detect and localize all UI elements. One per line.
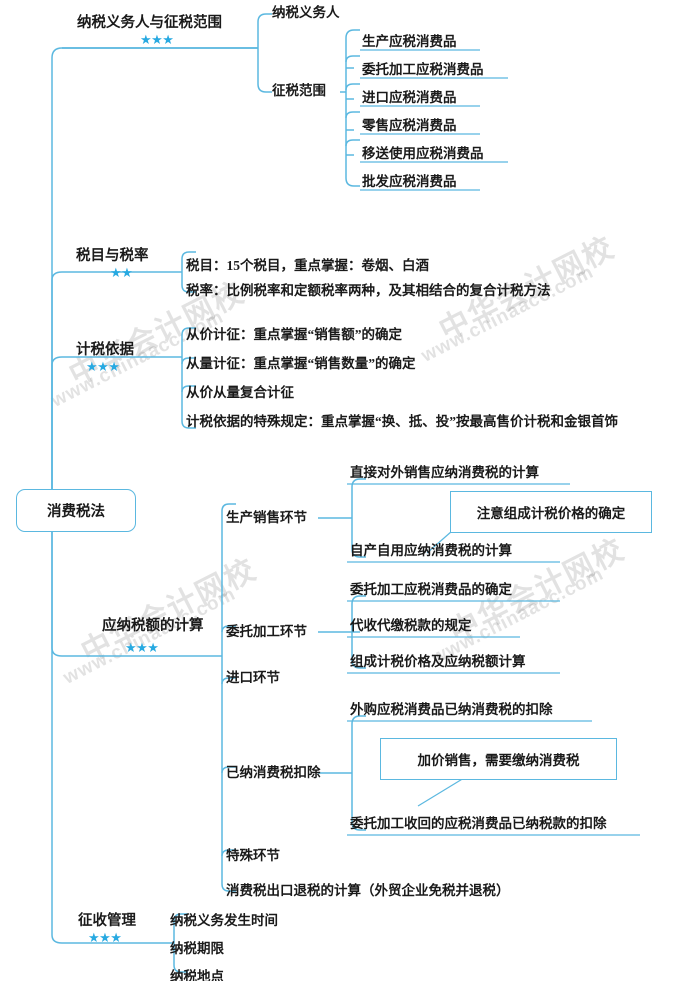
list-item[interactable]: 从价计征：重点掌握“销售额”的确定 <box>186 327 402 342</box>
callout-text: 加价销售，需要缴纳消费税 <box>417 753 580 768</box>
list-item[interactable]: 委托加工应税消费品的确定 <box>350 582 512 597</box>
branch-stars-tax-items-rates: ★★ <box>110 265 133 280</box>
branch-label-collection-admin[interactable]: 征收管理 <box>78 913 136 929</box>
list-item[interactable]: 纳税期限 <box>170 941 224 956</box>
node-paid-tax-deduction[interactable]: 已纳消费税扣除 <box>226 765 321 780</box>
list-item[interactable]: 税目：15个税目，重点掌握：卷烟、白酒 <box>186 258 429 273</box>
list-item[interactable]: 移送使用应税消费品 <box>362 146 484 161</box>
node-export-tax-refund[interactable]: 消费税出口退税的计算（外贸企业免税并退税） <box>226 883 510 898</box>
list-item[interactable]: 外购应税消费品已纳消费税的扣除 <box>350 702 553 717</box>
list-item[interactable]: 从量计征：重点掌握“销售数量”的确定 <box>186 356 416 371</box>
watermark-cn: 中华会计网校 <box>76 552 263 670</box>
list-item[interactable]: 纳税地点 <box>170 969 224 981</box>
node-production-sales-stage[interactable]: 生产销售环节 <box>226 510 307 525</box>
list-item[interactable]: 委托加工应税消费品 <box>362 62 484 77</box>
list-item[interactable]: 直接对外销售应纳消费税的计算 <box>350 465 539 480</box>
node-entrusted-processing-stage[interactable]: 委托加工环节 <box>226 624 307 639</box>
node-taxpayer[interactable]: 纳税义务人 <box>272 5 340 20</box>
watermark-url: www.chinaacc.com <box>418 261 598 367</box>
list-item[interactable]: 纳税义务发生时间 <box>170 913 278 928</box>
callout-box-composite-price: 注意组成计税价格的确定 <box>450 491 652 533</box>
node-import-stage[interactable]: 进口环节 <box>226 670 280 685</box>
list-item[interactable]: 进口应税消费品 <box>362 90 457 105</box>
list-item[interactable]: 生产应税消费品 <box>362 34 457 49</box>
root-node[interactable]: 消费税法 <box>16 489 136 532</box>
list-item[interactable]: 代收代缴税款的规定 <box>350 618 472 633</box>
list-item[interactable]: 批发应税消费品 <box>362 174 457 189</box>
branch-label-tax-basis[interactable]: 计税依据 <box>76 342 134 358</box>
list-item[interactable]: 计税依据的特殊规定：重点掌握“换、抵、投”按最高售价计税和金银首饰 <box>186 414 618 429</box>
branch-stars-tax-payable-calc: ★★★ <box>125 640 159 655</box>
list-item[interactable]: 零售应税消费品 <box>362 118 457 133</box>
node-special-stage[interactable]: 特殊环节 <box>226 848 280 863</box>
callout-text: 注意组成计税价格的确定 <box>476 506 626 521</box>
list-item[interactable]: 从价从量复合计征 <box>186 385 294 400</box>
list-item[interactable]: 委托加工收回的应税消费品已纳税款的扣除 <box>350 816 607 831</box>
node-tax-scope[interactable]: 征税范围 <box>272 83 326 98</box>
branch-stars-collection-admin: ★★★ <box>88 930 122 945</box>
branch-stars-taxpayer-scope: ★★★ <box>140 32 174 47</box>
list-item[interactable]: 组成计税价格及应纳税额计算 <box>350 654 526 669</box>
list-item[interactable]: 自产自用应纳消费税的计算 <box>350 543 512 558</box>
list-item[interactable]: 税率：比例税率和定额税率两种，及其相结合的复合计税方法 <box>186 283 551 298</box>
branch-label-tax-payable-calc[interactable]: 应纳税额的计算 <box>102 618 204 634</box>
branch-stars-tax-basis: ★★★ <box>86 359 120 374</box>
watermark-url: www.chinaacc.com <box>60 583 240 689</box>
callout-box-markup-sale: 加价销售，需要缴纳消费税 <box>380 738 617 780</box>
branch-label-tax-items-rates[interactable]: 税目与税率 <box>76 248 149 264</box>
root-label: 消费税法 <box>47 504 105 520</box>
branch-label-taxpayer-scope[interactable]: 纳税义务人与征税范围 <box>77 15 222 31</box>
